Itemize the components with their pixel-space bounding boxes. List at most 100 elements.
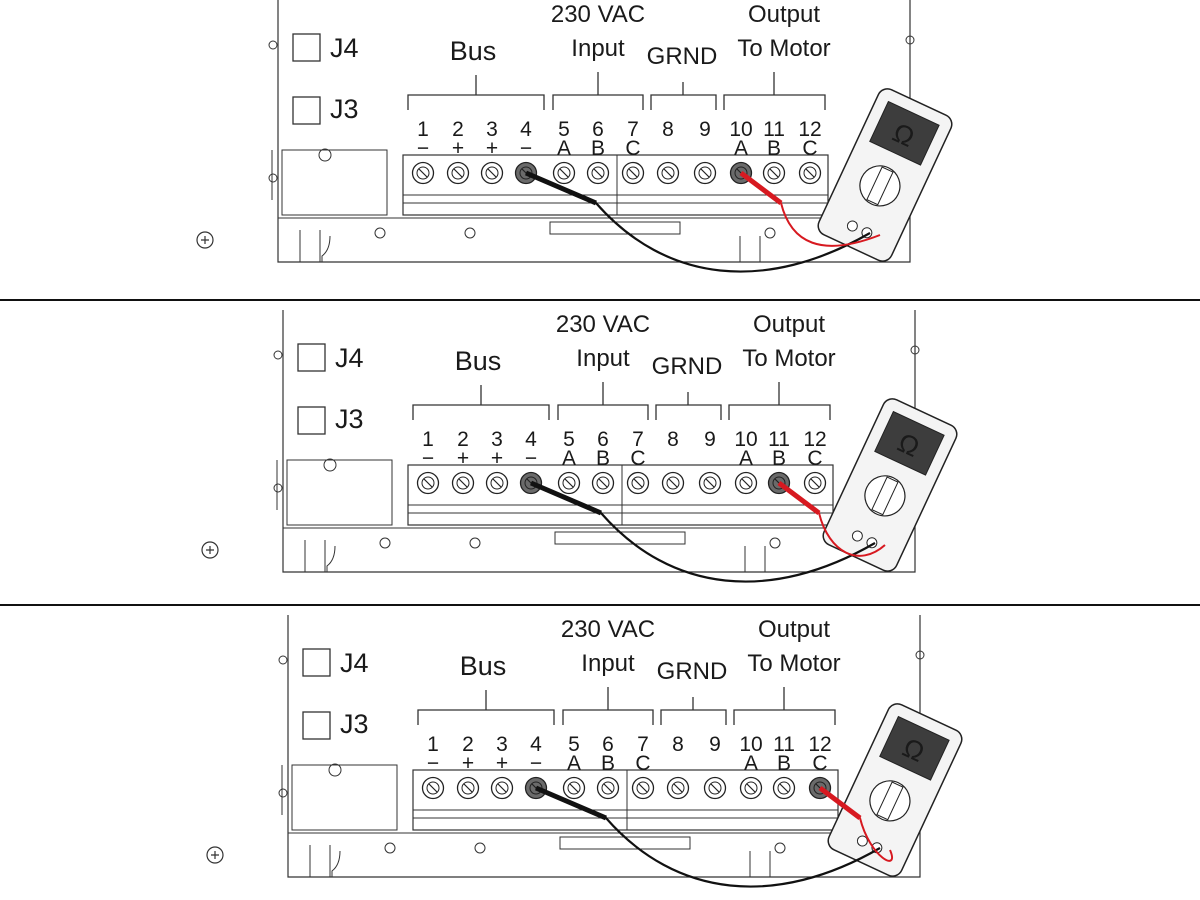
circuit-board: [286, 459, 393, 526]
terminal-number: 9: [699, 118, 711, 141]
terminal-screw-head: [767, 166, 781, 180]
group-label-bus: Bus: [460, 651, 507, 681]
terminal-screw-head: [772, 476, 786, 490]
multimeter: Ω: [822, 398, 958, 572]
terminal-polarity: −: [422, 447, 434, 470]
terminal-screw-slot: [810, 478, 820, 488]
chassis-slot: [304, 540, 336, 572]
group-label-input-line1: 230 VAC: [551, 1, 645, 28]
terminal-polarity: −: [427, 752, 439, 775]
terminal-number: 5: [558, 118, 570, 141]
terminal-number: 5: [563, 428, 575, 451]
terminal-number: 8: [662, 118, 674, 141]
terminal-number: 12: [798, 118, 821, 141]
terminal-screw-head: [803, 166, 817, 180]
chassis-tab: [915, 650, 925, 660]
terminal-number: 6: [592, 118, 604, 141]
terminal-polarity: B: [591, 137, 605, 160]
probe-jack-com: [856, 835, 868, 847]
terminal-screw-head: [671, 781, 685, 795]
terminal-screw-head: [562, 476, 576, 490]
terminal-screw-slot: [559, 168, 569, 178]
terminal-screw-slot: [673, 783, 683, 793]
terminal-screw-head: [416, 166, 430, 180]
terminal-number: 11: [763, 118, 785, 141]
group-label-input-line2: Input: [571, 35, 625, 62]
connector-j4-label: J4: [330, 33, 359, 63]
terminal-polarity: A: [562, 447, 576, 470]
terminal-number: 4: [525, 428, 537, 451]
terminal-number: 6: [602, 733, 614, 756]
terminal-polarity: C: [635, 752, 650, 775]
terminal-screw-head: [734, 166, 748, 180]
terminal-polarity: C: [812, 752, 827, 775]
terminal-number: 2: [457, 428, 469, 451]
connector-j3-label: J3: [340, 709, 369, 739]
terminal-screw-head: [698, 166, 712, 180]
side-screw-cross: [201, 236, 209, 244]
terminal-number: 9: [709, 733, 721, 756]
terminal-polarity: C: [807, 447, 822, 470]
group-label-output-line2: To Motor: [742, 345, 835, 372]
circuit-board: [291, 764, 398, 831]
terminal-screw-slot: [710, 783, 720, 793]
terminal-screw-head: [744, 781, 758, 795]
red-probe-tip: [739, 171, 783, 205]
terminal-number: 2: [462, 733, 474, 756]
terminal-screw-slot: [487, 168, 497, 178]
terminal-number: 7: [637, 733, 649, 756]
multimeter-display: [874, 410, 945, 476]
terminal-polarity: B: [767, 137, 781, 160]
mount-screw: [379, 537, 391, 549]
group-label-input-line2: Input: [581, 650, 635, 677]
group-bracket: [552, 72, 644, 110]
terminal-screw-slot: [741, 478, 751, 488]
terminal-screw-slot: [428, 783, 438, 793]
group-label-output-line2: To Motor: [737, 35, 830, 62]
group-bracket: [562, 687, 654, 725]
terminal-screw-slot: [453, 168, 463, 178]
terminal-screw-slot: [564, 478, 574, 488]
terminal-number: 11: [768, 428, 790, 451]
terminal-screw-head: [591, 166, 605, 180]
terminal-screw-slot: [633, 478, 643, 488]
terminal-number: 1: [422, 428, 434, 451]
chassis-tab: [273, 350, 283, 360]
terminal-screw-head: [567, 781, 581, 795]
terminal-number: 1: [427, 733, 439, 756]
terminal-number: 6: [597, 428, 609, 451]
terminal-number: 10: [739, 733, 762, 756]
black-probe-lead: [530, 481, 876, 583]
terminal-polarity: −: [520, 137, 532, 160]
terminal-screw-head: [596, 476, 610, 490]
connector-j3-box: [292, 96, 321, 125]
terminal-polarity: C: [802, 137, 817, 160]
mount-screw: [374, 227, 386, 239]
group-label-input-line2: Input: [576, 345, 630, 372]
terminal-screw-head: [461, 781, 475, 795]
side-screw-icon: [206, 846, 224, 864]
group-bracket: [723, 72, 826, 110]
chassis-tab: [278, 655, 288, 665]
terminal-screw-slot: [463, 783, 473, 793]
terminal-screw-head: [557, 166, 571, 180]
terminal-screw-head: [636, 781, 650, 795]
group-bracket: [728, 382, 831, 420]
terminal-number: 3: [496, 733, 508, 756]
terminal-screw-slot: [593, 168, 603, 178]
chassis-slot: [299, 230, 331, 262]
terminal-screw-slot: [423, 478, 433, 488]
connector-j3-label: J3: [330, 94, 359, 124]
terminal-screw-slot: [497, 783, 507, 793]
terminal-number: 11: [773, 733, 795, 756]
chassis-edge: [271, 150, 279, 200]
black-probe-tip: [535, 785, 607, 821]
group-bracket: [417, 690, 555, 725]
terminal-polarity: +: [462, 752, 474, 775]
terminal-screw-head: [703, 476, 717, 490]
chassis-edge: [276, 460, 284, 510]
multimeter-display: [879, 715, 950, 781]
terminal-screw-head: [495, 781, 509, 795]
red-probe-tip: [777, 481, 821, 515]
